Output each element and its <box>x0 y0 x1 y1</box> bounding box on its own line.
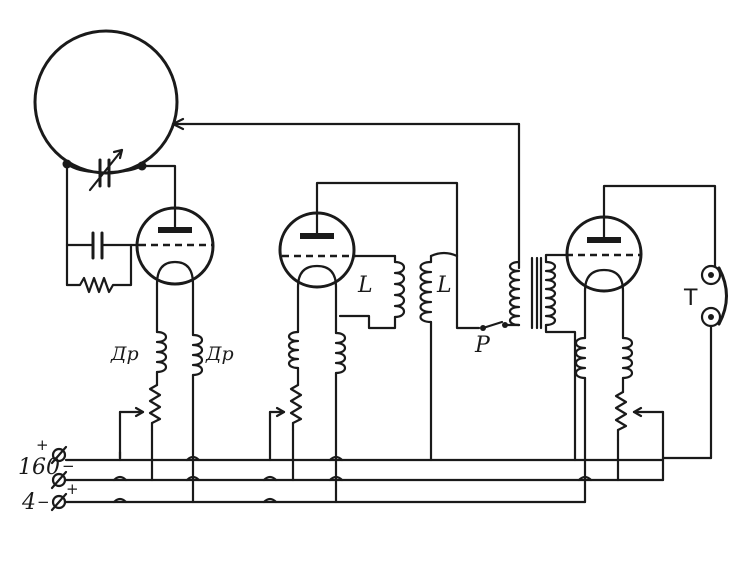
plus-sign-mid: + <box>66 480 79 498</box>
variable-capacitor <box>65 148 144 192</box>
minus-sign-top: − <box>62 457 75 475</box>
grid-leak-network <box>65 162 141 294</box>
headphones <box>661 264 728 460</box>
filament-choke-3a <box>574 289 587 504</box>
filament-choke-1b <box>191 282 204 504</box>
plate-wire-2 <box>315 181 459 258</box>
terminal-plus-160 <box>50 445 68 465</box>
plate-wire-3 <box>602 184 717 268</box>
filament-choke-2b <box>334 285 347 504</box>
wire-crossings <box>112 455 593 504</box>
phones-label: T <box>683 286 698 311</box>
switch-p-label: P <box>474 333 491 358</box>
coil-l2 <box>419 251 459 462</box>
switch-p <box>455 254 521 331</box>
terminal-minus-4 <box>50 492 68 512</box>
plate-wire-1 <box>140 164 177 232</box>
choke-label-left: Др <box>110 343 139 365</box>
coil-l1-label: L <box>357 273 373 298</box>
voltage-4-label: 4 <box>21 490 36 515</box>
transformer <box>508 253 577 462</box>
feedback-wire <box>171 117 521 270</box>
filament-choke-2a <box>268 285 303 462</box>
voltage-160-label: 160 <box>18 455 60 480</box>
plus-sign-top: + <box>36 436 49 454</box>
choke-label-right: Др <box>205 343 234 365</box>
filament-choke-1a <box>118 282 168 462</box>
filament-choke-3b <box>614 289 665 482</box>
power-bus <box>64 450 665 504</box>
terminal-minus-160 <box>50 470 68 490</box>
minus-sign-bottom: − <box>37 493 50 511</box>
loop-antenna <box>33 29 179 175</box>
coil-l1 <box>338 254 406 330</box>
coil-l2-label: L <box>436 273 452 298</box>
